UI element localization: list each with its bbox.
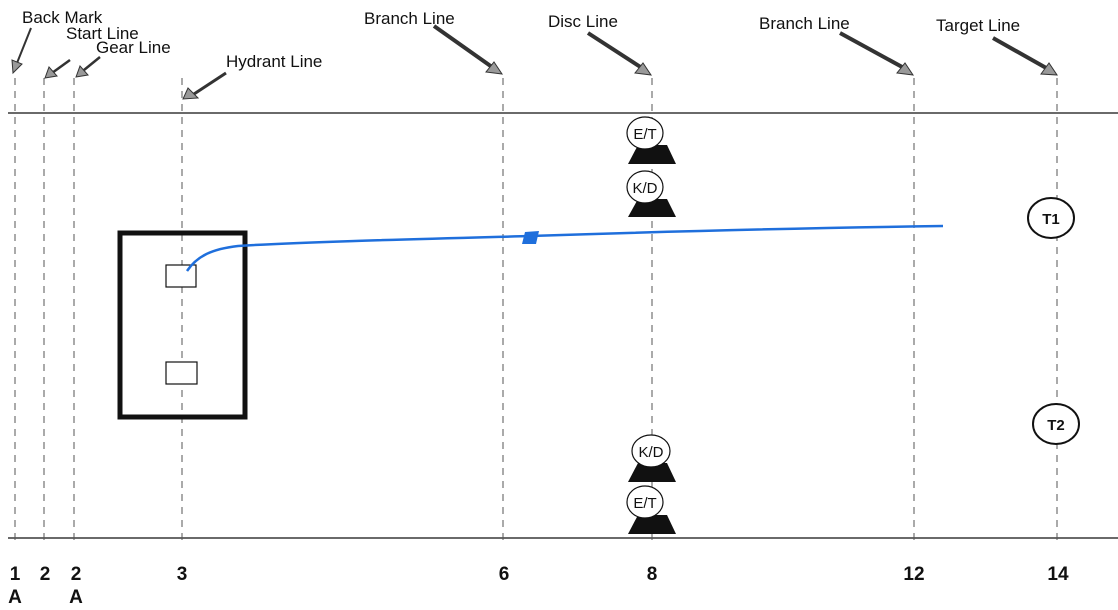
hydrant-line-label: Hydrant Line	[226, 52, 322, 71]
target-line-label: Target Line	[936, 16, 1020, 35]
t1-label: T1	[1042, 211, 1060, 228]
start-line-arrow	[44, 58, 71, 79]
line-number-gear-sub: A	[69, 587, 83, 605]
line-number-branch-6: 6	[499, 564, 510, 585]
box-square-upper	[165, 264, 197, 288]
hydrant-line-arrow	[182, 71, 227, 100]
branch-line-label-1: Branch Line	[364, 9, 455, 28]
branch-line-arrow-1	[432, 24, 504, 75]
kd-bottom-marker: K/D	[628, 434, 676, 482]
path-marker	[522, 231, 539, 244]
line-number-back: 1	[10, 564, 21, 585]
back-mark-label: Back Mark	[22, 8, 103, 27]
line-number-start: 2	[40, 564, 51, 585]
disc-line-label: Disc Line	[548, 12, 618, 31]
et-bottom-marker: E/T	[626, 485, 676, 534]
gear-line-label: Gear Line	[96, 38, 171, 57]
et-bottom-label: E/T	[633, 495, 656, 512]
line-number-hydrant: 3	[177, 564, 188, 585]
target-line-arrow	[992, 36, 1058, 76]
travel-path	[185, 224, 944, 272]
line-number-back-sub: A	[8, 587, 22, 605]
back-mark-arrow	[11, 27, 32, 75]
line-number-disc: 8	[647, 564, 658, 585]
et-top-label: E/T	[633, 126, 656, 143]
kd-top-marker: K/D	[626, 170, 676, 217]
line-number-branch-12: 12	[903, 564, 924, 585]
kd-bottom-label: K/D	[638, 444, 663, 461]
target-t1: T1	[1027, 197, 1075, 239]
start-line-label: Start Line	[66, 24, 139, 43]
gear-line-arrow	[75, 56, 101, 78]
disc-line-arrow	[586, 31, 653, 76]
et-top-marker: E/T	[626, 116, 676, 164]
kd-top-label: K/D	[632, 180, 657, 197]
t2-label: T2	[1047, 417, 1065, 434]
line-number-gear: 2	[71, 564, 82, 585]
branch-line-label-2: Branch Line	[759, 14, 850, 33]
line-number-target: 14	[1047, 564, 1069, 585]
branch-line-arrow-2	[839, 31, 915, 76]
box-outline	[117, 230, 248, 420]
box-square-lower	[165, 361, 198, 385]
target-t2: T2	[1032, 403, 1080, 445]
